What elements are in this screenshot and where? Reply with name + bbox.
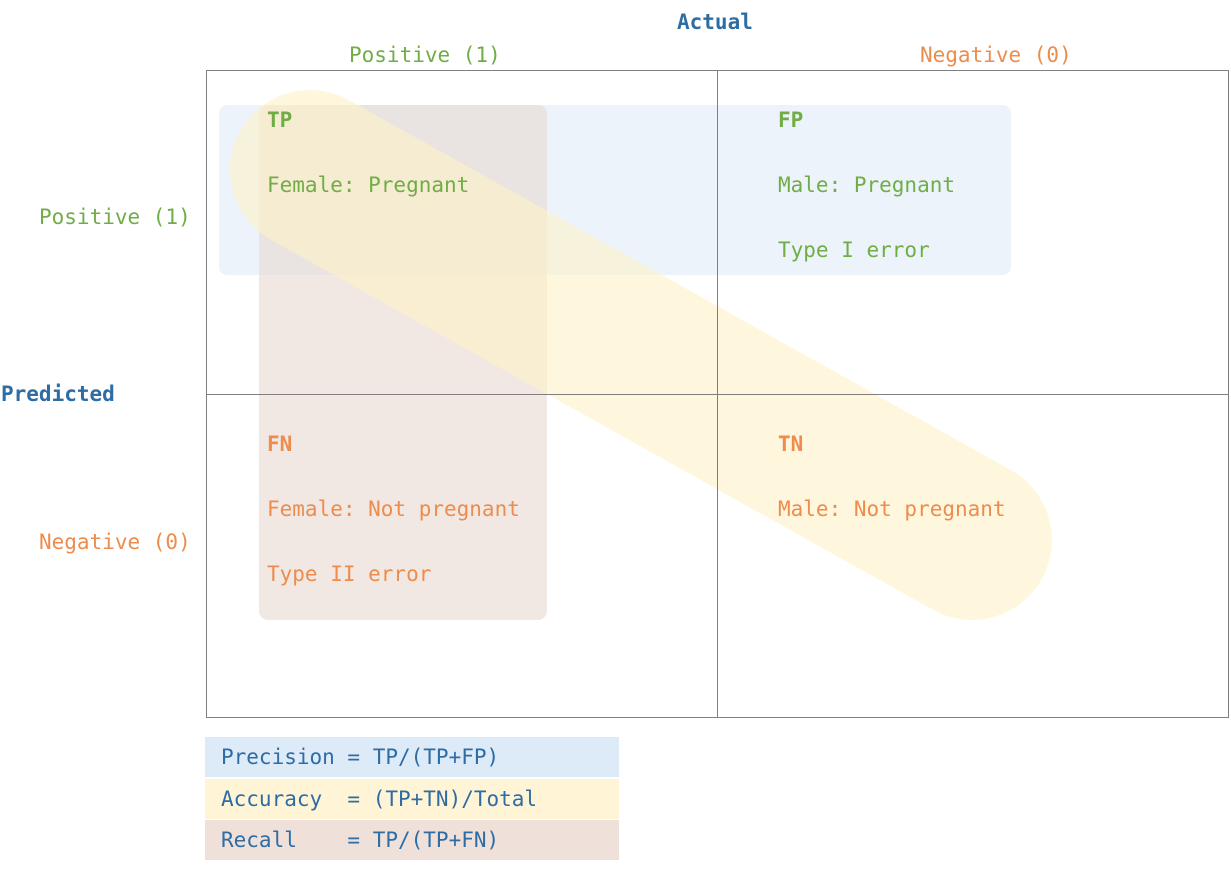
tp-cell-title: TP	[267, 108, 293, 132]
predicted-axis-title: Predicted	[1, 382, 115, 406]
fp-cell-description: Male: Pregnant	[778, 173, 956, 197]
fp-cell-title: FP	[778, 108, 804, 132]
fp-cell-error-type: Type I error	[778, 238, 930, 262]
fn-cell-description: Female: Not pregnant	[267, 497, 520, 521]
legend-accuracy: Accuracy = (TP+TN)/Total	[205, 779, 619, 819]
fn-cell-error-type: Type II error	[267, 562, 432, 586]
column-label-positive: Positive (1)	[349, 43, 501, 67]
tn-cell-description: Male: Not pregnant	[778, 497, 1006, 521]
tp-cell-description: Female: Pregnant	[267, 173, 470, 197]
legend-recall: Recall = TP/(TP+FN)	[205, 820, 619, 860]
column-label-negative: Negative (0)	[920, 43, 1072, 67]
actual-axis-title: Actual	[677, 10, 753, 34]
tn-cell-title: TN	[778, 432, 804, 456]
row-label-positive: Positive (1)	[39, 205, 191, 229]
grid-horizontal-divider	[206, 394, 1229, 395]
fn-cell-title: FN	[267, 432, 293, 456]
legend-precision: Precision = TP/(TP+FP)	[205, 737, 619, 777]
row-label-negative: Negative (0)	[39, 530, 191, 554]
